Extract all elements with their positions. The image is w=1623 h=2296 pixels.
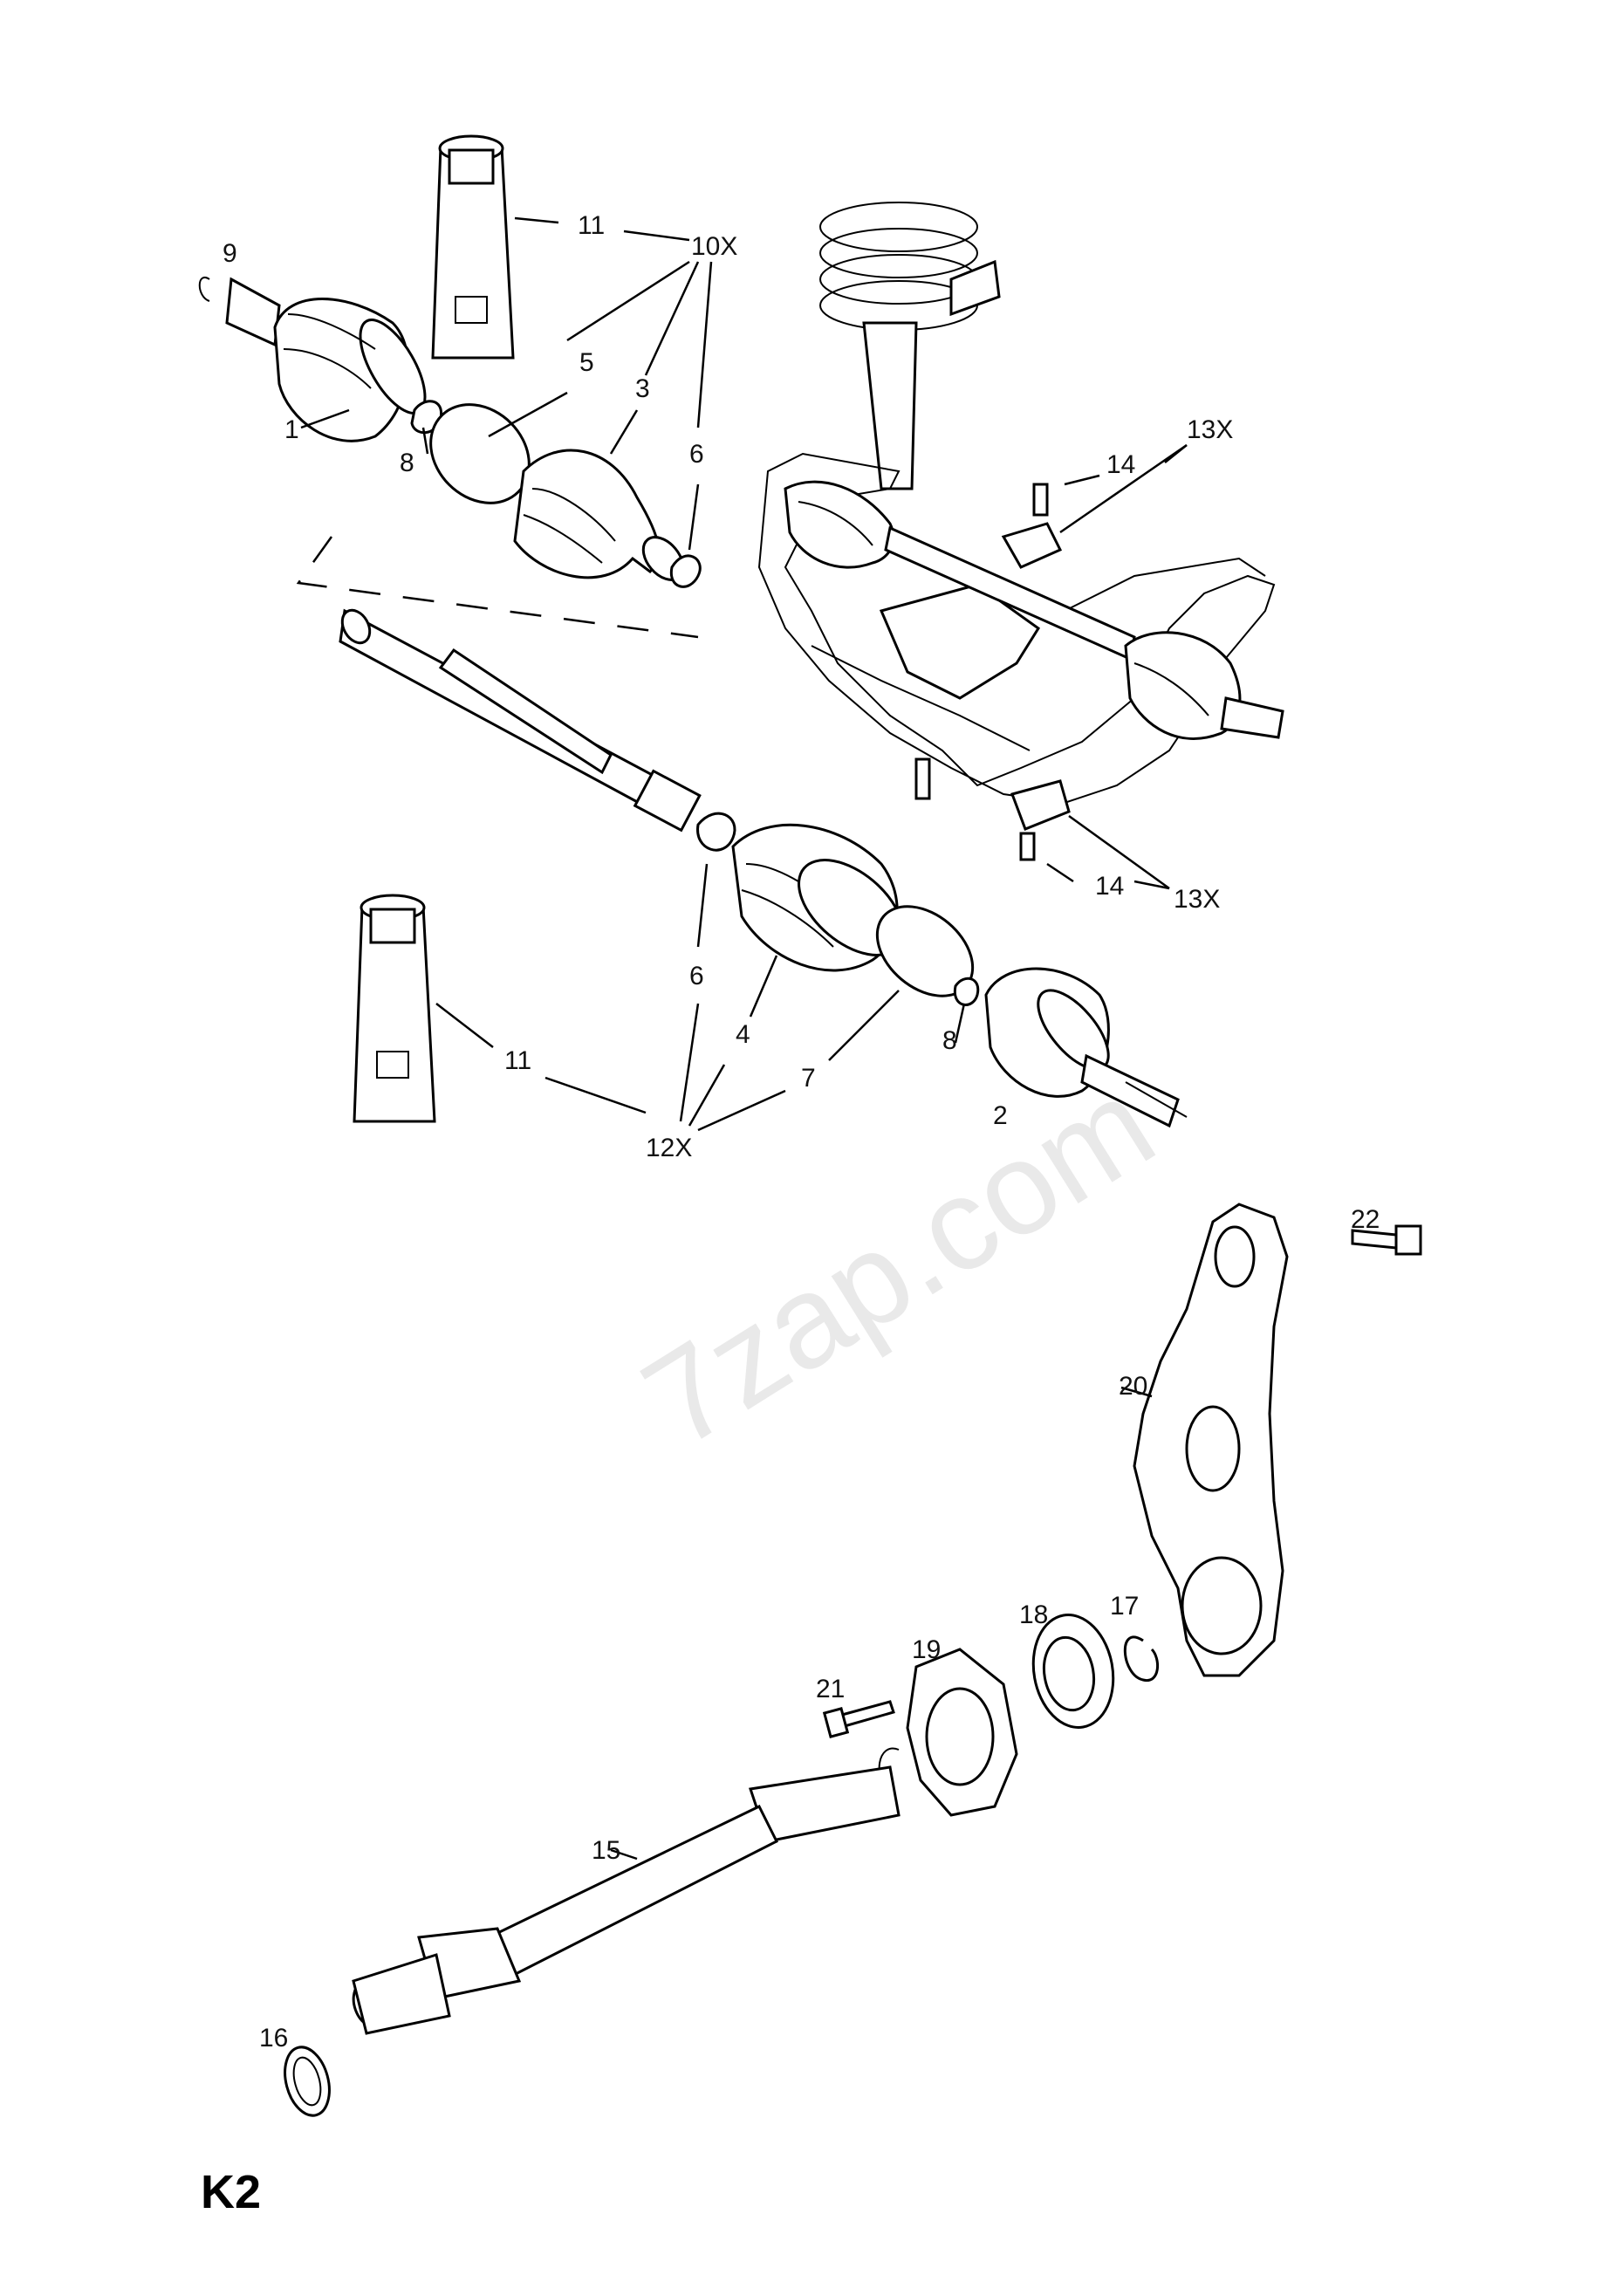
bolt-22 [1351,1224,1422,1256]
watermark: 7zap.com [619,1050,1178,1475]
bearing-18 [1031,1614,1115,1729]
cv-joint-outer-2 [984,967,1188,1128]
grease-tube-upper [431,134,515,360]
middle-shaft-assembly [353,812,1188,1128]
dash-bracket [296,536,699,639]
callout-8-upper: 8 [400,449,414,477]
leader-lines [300,216,1188,1861]
callout-11-lower: 11 [504,1046,531,1075]
installed-boot-outer [1124,631,1284,740]
suspension-assembly [757,202,1284,861]
sheet-label: K2 [201,2166,261,2218]
callout-labels: 9 11 10X 5 3 6 1 8 14 13X 14 13X 11 6 4 … [223,211,1380,2053]
callout-15: 15 [592,1836,620,1865]
callout-12x: 12X [646,1134,692,1162]
callout-3: 3 [635,374,650,403]
subframe-bolt [914,757,931,800]
coil-spring [819,202,1001,331]
strut-body [862,321,918,490]
callout-9: 9 [223,239,237,268]
bolt-14-upper [1032,483,1049,517]
callout-19: 19 [912,1635,941,1664]
lower-shaft-assembly [284,1203,1422,2117]
callout-17: 17 [1110,1592,1139,1621]
cv-joint-outer-1 [225,277,427,442]
callout-13x-lower: 13X [1174,885,1220,914]
seal-ring-16 [284,2046,331,2117]
callout-5: 5 [579,348,594,377]
circlip-9 [198,276,210,302]
callout-21: 21 [816,1675,845,1703]
callout-6-lower: 6 [689,962,704,990]
clamp-6-lower [696,812,736,852]
bearing-housing-19 [906,1648,1018,1817]
upper-left-shaft-assembly [198,134,702,833]
grease-tube-lower [353,894,436,1123]
clamp-13x-lower [1010,779,1071,831]
callout-13x-upper: 13X [1187,415,1233,444]
clamp-6-upper [669,554,702,588]
callout-20: 20 [1119,1372,1147,1401]
bolt-21 [822,1700,895,1738]
circlip-17 [1123,1635,1160,1682]
callout-6-upper: 6 [689,440,704,469]
clamp-13x-upper [1001,522,1063,569]
clamp-8-lower [953,977,980,1006]
callout-22: 22 [1351,1205,1380,1234]
boot-3 [513,449,685,581]
callout-16: 16 [259,2024,288,2053]
callout-14-lower: 14 [1095,872,1124,901]
drive-shaft-15 [352,1765,901,2035]
drive-shaft-intermediate [339,608,702,833]
callout-10x: 10X [691,232,737,261]
callout-14-upper: 14 [1106,450,1135,479]
callout-18: 18 [1019,1600,1048,1629]
callout-7: 7 [801,1064,816,1093]
callout-1: 1 [284,415,299,444]
callout-11-upper: 11 [578,211,605,240]
callout-2: 2 [993,1101,1008,1130]
callout-8-lower: 8 [942,1026,957,1055]
installed-boot-inner [784,480,895,569]
callout-4: 4 [736,1020,750,1049]
bolt-14-lower [1019,832,1036,861]
